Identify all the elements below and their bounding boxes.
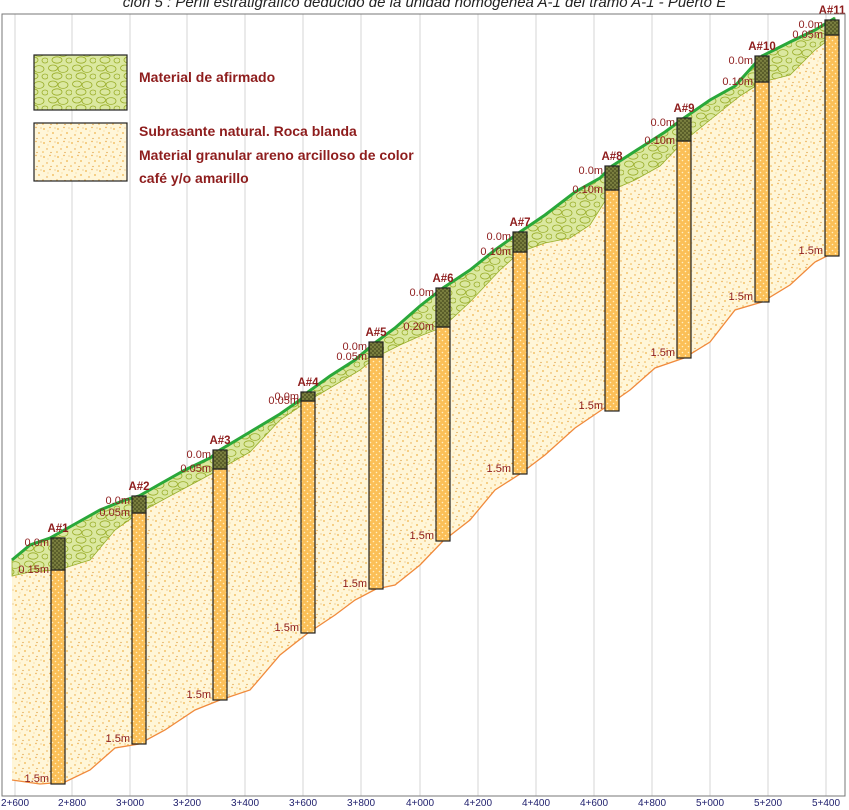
pit-afirmado-block [212,449,228,470]
pit-afirmado-block [512,231,528,253]
pit-afirmado-block [131,495,147,514]
pit-bottom-depth-label: 1.5m [25,773,49,785]
pit-afirmado-block [50,537,66,571]
station-tick-label: 3+000 [116,798,145,809]
pit-afirmado-block [368,341,384,358]
pit-top-depth-label: 0.0m [275,391,299,403]
legend-swatch-afirmado [33,54,128,111]
pit-mid-depth-label: 0.05m [99,507,130,519]
legend-label-afirmado: Material de afirmado [139,69,275,85]
pit-bottom-depth-label: 1.5m [187,689,211,701]
pit-mid-depth-label: 0.05m [180,463,211,475]
pit-top-depth-label: 0.0m [799,19,823,31]
pit-name-label: A#6 [432,273,453,285]
pit-column [368,356,384,590]
pit-mid-depth-label: 0.15m [18,564,49,576]
pit-name-label: A#7 [509,217,530,229]
pit-column [131,512,147,745]
pit-top-depth-label: 0.0m [106,495,130,507]
station-tick-label: 3+800 [347,798,376,809]
pit-mid-depth-label: 0.10m [480,246,511,258]
pit-mid-depth-label: 0.05m [336,351,367,363]
pit-column [604,189,620,412]
pit-afirmado-block [604,165,620,191]
station-tick-label: 2+800 [58,798,87,809]
pit-afirmado-block [754,55,770,83]
test-pits: A#10.0m0.15m1.5mA#20.0m0.05m1.5mA#30.0m0… [18,5,846,785]
pit-bottom-depth-label: 1.5m [343,578,367,590]
station-tick-label: 4+600 [580,798,609,809]
frame [1,13,846,797]
station-tick-label: 5+200 [754,798,783,809]
pit-mid-depth-label: 0.10m [572,184,603,196]
legend-label-subrasante-1: Subrasante natural. Roca blanda [139,123,357,139]
station-tick-label: 2+600 [1,798,30,809]
station-tick-label: 3+400 [231,798,260,809]
pit-bottom-depth-label: 1.5m [651,347,675,359]
legend: Material de afirmado Subrasante natural.… [33,54,414,186]
station-tick-label: 3+600 [289,798,318,809]
pit-name-label: A#10 [748,41,776,53]
pit-top-depth-label: 0.0m [651,117,675,129]
pit-column [824,34,840,257]
pit-bottom-depth-label: 1.5m [275,622,299,634]
pit-mid-depth-label: 0.05m [792,29,823,41]
pit-mid-depth-label: 0.10m [644,135,675,147]
pit-column [50,569,66,785]
pit-afirmado-block [676,117,692,142]
station-tick-label: 4+800 [638,798,667,809]
station-tick-label: 4+200 [464,798,493,809]
pit-top-depth-label: 0.0m [410,287,434,299]
pit-name-label: A#11 [819,5,846,17]
pit-column [512,251,528,475]
pit-bottom-depth-label: 1.5m [729,291,753,303]
station-tick-label: 4+400 [522,798,551,809]
legend-label-subrasante-2: Material granular areno arcilloso de col… [139,147,414,163]
pit-top-depth-label: 0.0m [579,165,603,177]
pit-name-label: A#8 [601,151,623,163]
pit-bottom-depth-label: 1.5m [799,245,823,257]
pit-column [300,400,316,634]
station-tick-label: 4+000 [406,798,435,809]
pit-bottom-depth-label: 1.5m [579,400,603,412]
pit-column [754,81,770,303]
figure-caption: ción 5 : Perfil estratigráfico deducido … [122,0,727,11]
pit-column [676,140,692,359]
pit-top-depth-label: 0.0m [729,55,753,67]
pit-top-depth-label: 0.0m [343,341,367,353]
pit-name-label: A#5 [365,327,387,339]
pit-bottom-line [11,251,836,785]
pit-name-label: A#1 [47,523,69,535]
pit-afirmado-block [435,287,451,328]
station-tick-label: 5+000 [696,798,725,809]
pit-top-depth-label: 0.0m [487,231,511,243]
legend-swatch-subrasante [33,122,128,182]
pit-bottom-depth-label: 1.5m [487,463,511,475]
pit-name-label: A#2 [128,481,149,493]
pit-top-depth-label: 0.0m [25,537,49,549]
pit-name-label: A#4 [297,377,319,389]
station-tick-label: 5+400 [812,798,841,809]
pit-bottom-depth-label: 1.5m [106,733,130,745]
pit-afirmado-block [300,391,316,402]
pit-mid-depth-label: 0.05m [268,395,299,407]
pit-mid-depth-label: 0.10m [722,76,753,88]
station-axis: 2+600 2+800 3+000 3+200 3+400 3+600 3+800 4+000… [1,798,841,809]
pit-name-label: A#9 [673,103,694,115]
pit-name-label: A#3 [209,435,230,447]
station-tick-label: 3+200 [173,798,202,809]
legend-label-subrasante-3: café y/o amarillo [139,170,249,186]
pit-top-depth-label: 0.0m [187,449,211,461]
pit-mid-depth-label: 0.20m [403,321,434,333]
pit-column [435,326,451,542]
pit-afirmado-block [824,19,840,36]
pit-bottom-depth-label: 1.5m [410,530,434,542]
pit-column [212,468,228,701]
